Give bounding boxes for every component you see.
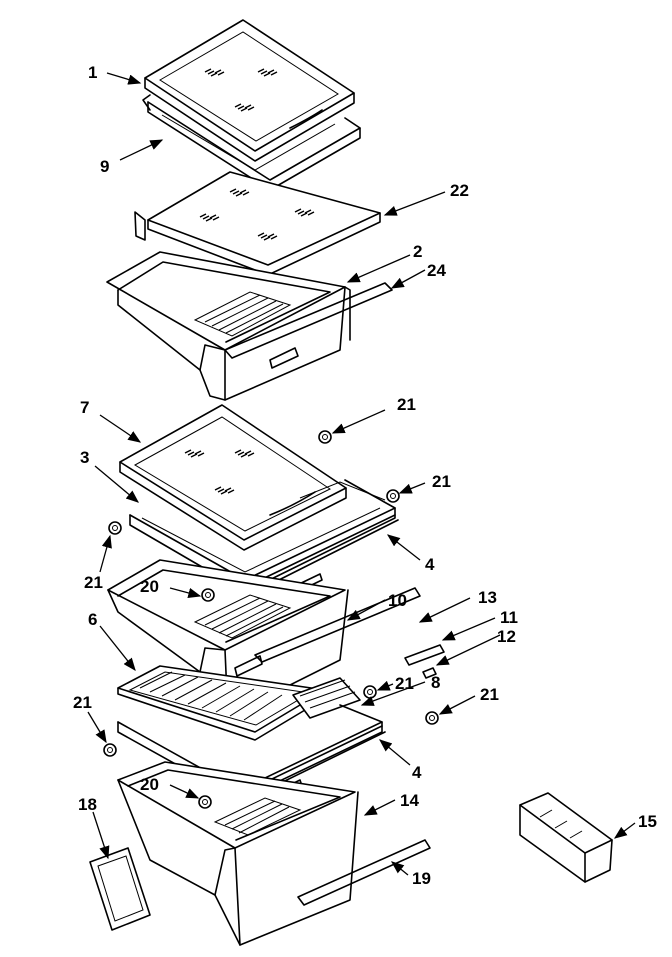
vent-grille-8	[292, 677, 361, 719]
callout-6: 6	[88, 610, 97, 629]
callout-21f: 21	[73, 693, 92, 712]
label-card-18	[89, 847, 151, 931]
callout-8: 8	[431, 673, 440, 692]
middle-glass-shelf	[119, 404, 347, 551]
screw-20-b	[198, 795, 212, 809]
callout-9: 9	[100, 157, 109, 176]
screw-21-b	[386, 489, 400, 503]
callout-11: 11	[500, 608, 518, 627]
screw-21-d	[363, 685, 377, 699]
drawer-rail-13	[254, 587, 421, 663]
callout-4a: 4	[425, 555, 435, 574]
bottom-crisper-drawer	[117, 761, 359, 946]
callout-22: 22	[450, 181, 469, 200]
callout-19: 19	[412, 869, 431, 888]
leader-lines	[87, 72, 636, 876]
callout-3: 3	[80, 448, 89, 467]
callout-20a: 20	[140, 577, 159, 596]
callout-21d: 21	[395, 674, 414, 693]
screw-21-a	[318, 430, 332, 444]
callout-7: 7	[80, 398, 89, 417]
screw-21-f	[103, 743, 117, 757]
top-glass-shelf	[144, 19, 355, 162]
upper-crisper-drawer	[106, 251, 351, 401]
callout-21b: 21	[432, 472, 451, 491]
lower-shelf-panel	[117, 665, 326, 741]
small-bin-15	[519, 792, 613, 883]
callout-21a: 21	[397, 395, 416, 414]
callout-18: 18	[78, 795, 97, 814]
callout-4b: 4	[412, 763, 422, 782]
callout-1: 1	[88, 63, 97, 82]
callout-20b: 20	[140, 775, 159, 794]
screw-21-c	[108, 521, 122, 535]
screw-20-a	[201, 588, 215, 602]
drawer-rail-19	[297, 839, 431, 906]
callout-24: 24	[427, 261, 446, 280]
callout-12: 12	[497, 627, 516, 646]
callout-10: 10	[388, 591, 407, 610]
callout-14: 14	[400, 791, 419, 810]
callout-21e: 21	[480, 685, 499, 704]
callout-13: 13	[478, 588, 497, 607]
screw-21-e	[425, 711, 439, 725]
callout-21c: 21	[84, 573, 103, 592]
callout-15: 15	[638, 812, 657, 831]
callout-2: 2	[413, 242, 422, 261]
clip-parts-11-12	[404, 644, 445, 679]
drawer-rail-24	[224, 282, 393, 359]
